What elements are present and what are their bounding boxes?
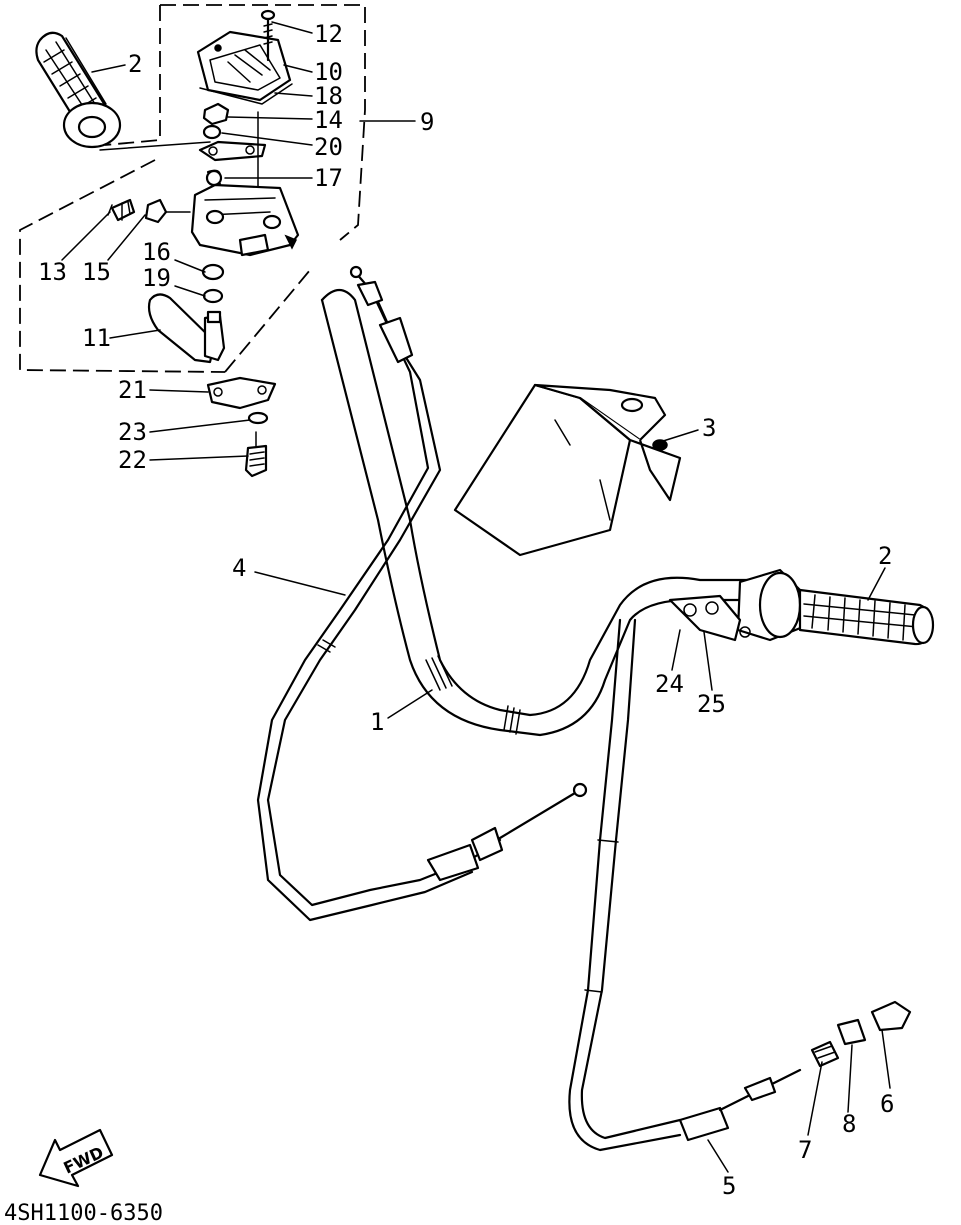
callout-5: 5 <box>722 1172 736 1200</box>
callout-7: 7 <box>798 1136 812 1164</box>
callout-13: 13 <box>38 258 67 286</box>
small-parts-upper <box>198 102 267 231</box>
callout-21: 21 <box>118 376 147 404</box>
callout-1: 1 <box>370 708 384 736</box>
callout-4: 4 <box>232 554 246 582</box>
throttle-cable <box>256 265 588 922</box>
callout-12: 12 <box>314 20 343 48</box>
callout-11: 11 <box>82 324 111 352</box>
callout-19: 19 <box>142 264 171 292</box>
callout-18: 18 <box>314 82 343 110</box>
callout-20: 20 <box>314 133 343 161</box>
fwd-arrow: FWD <box>38 1128 114 1188</box>
callout-22: 22 <box>118 446 147 474</box>
callout-8: 8 <box>842 1110 856 1138</box>
callout-2-right: 2 <box>878 542 892 570</box>
handlebar-cover <box>453 383 682 557</box>
callout-17: 17 <box>314 164 343 192</box>
assembly-boundary <box>19 4 366 373</box>
callout-9: 9 <box>420 108 434 136</box>
throttle-lever <box>147 293 226 364</box>
callout-2-left: 2 <box>128 50 142 78</box>
washers-16-19 <box>201 263 225 304</box>
callout-24: 24 <box>655 670 684 698</box>
brake-cable <box>568 618 802 1152</box>
callout-25: 25 <box>697 690 726 718</box>
small-parts-lower <box>810 1000 912 1068</box>
callout-3: 3 <box>702 414 716 442</box>
callout-6: 6 <box>880 1090 894 1118</box>
callout-16: 16 <box>142 238 171 266</box>
clamp-parts <box>206 376 277 478</box>
callout-labels: 2 12 10 18 14 9 20 17 13 15 16 19 11 21 … <box>38 20 894 1200</box>
handlebar <box>320 288 762 737</box>
screw-12 <box>260 9 276 62</box>
callout-10: 10 <box>314 58 343 86</box>
diagram-code: 4SH1100-6350 <box>4 1201 163 1225</box>
right-grip <box>668 568 935 646</box>
callout-15: 15 <box>82 258 111 286</box>
screw-13 <box>107 198 191 224</box>
lever-housing <box>190 183 300 257</box>
callout-14: 14 <box>314 106 343 134</box>
leader-lines <box>61 21 891 1173</box>
callout-23: 23 <box>118 418 147 446</box>
left-grip <box>35 31 122 149</box>
